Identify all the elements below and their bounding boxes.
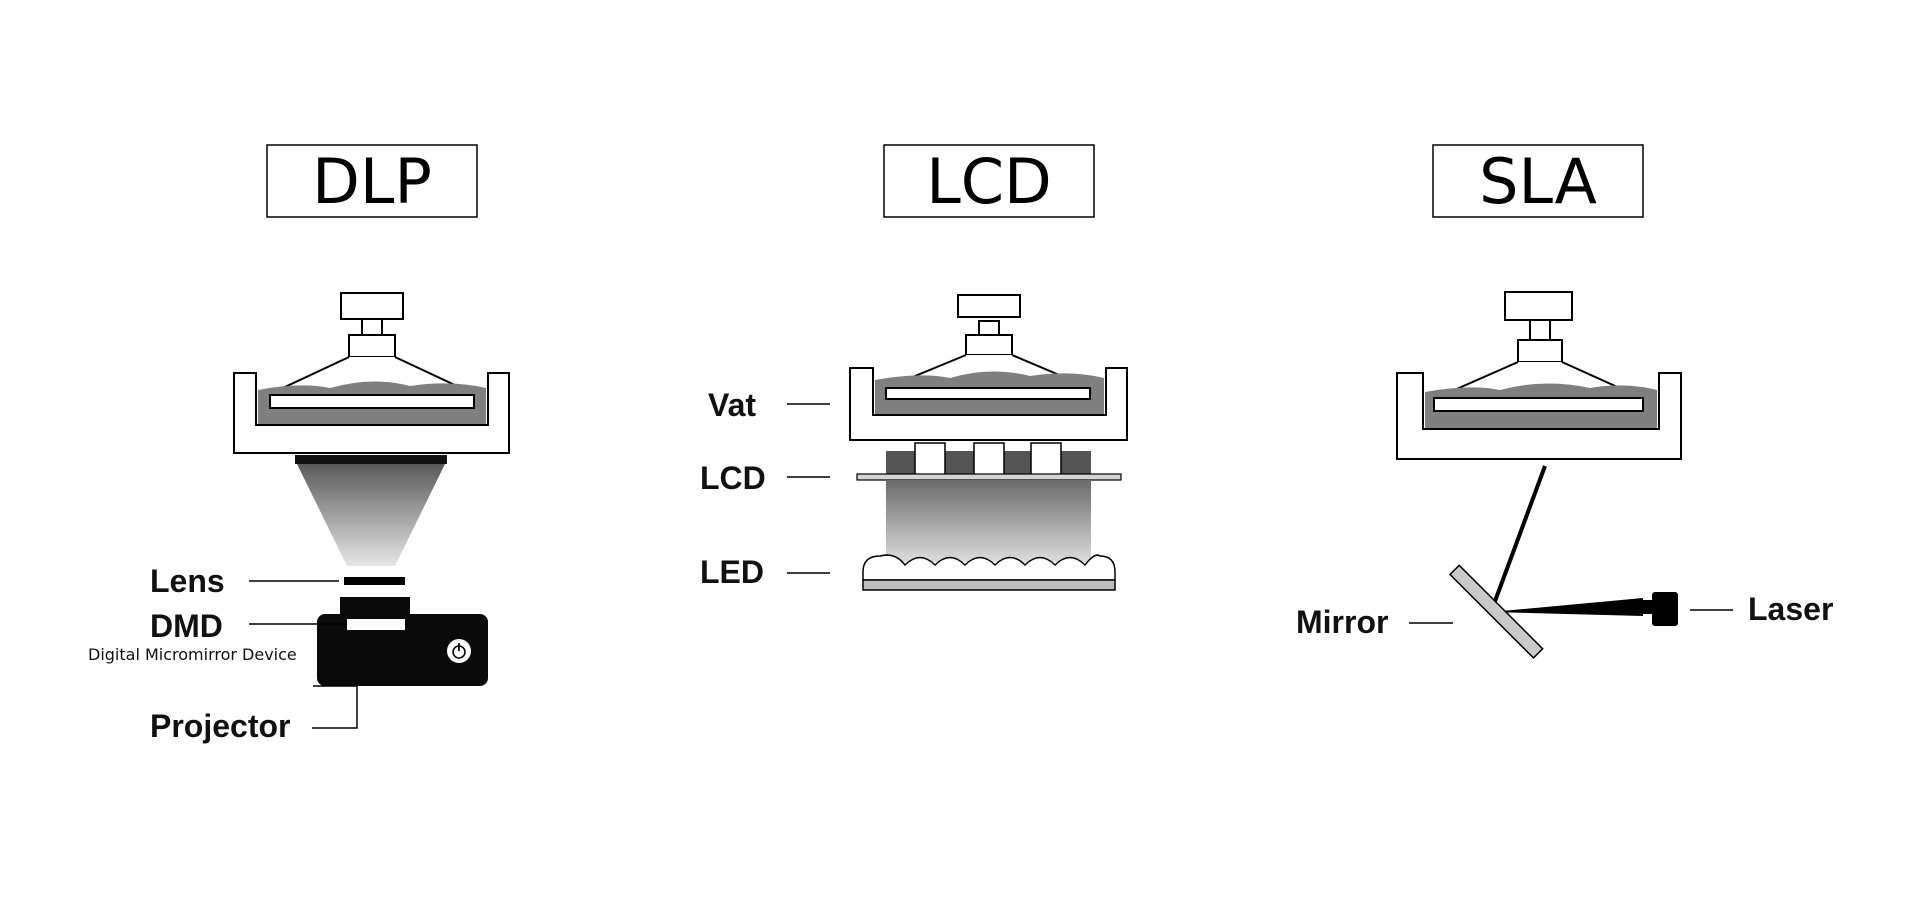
dlp-projector [317,597,488,686]
dlp-dmd-chip [347,619,405,630]
lcd-panel: LCD [700,144,1128,591]
dlp-title-box: DLP [266,144,478,218]
sla-title: SLA [1479,145,1597,218]
dlp-label-dmd-full: Digital Micromirror Device [88,645,297,664]
sla-label-mirror: Mirror [1296,604,1388,640]
dlp-lens [344,577,405,585]
dlp-title: DLP [312,145,432,218]
sla-mirror [1448,564,1544,660]
dlp-label-lens: Lens [150,563,225,599]
power-icon [447,639,471,663]
sla-panel: SLA Mirror La [1296,144,1833,660]
dlp-build-platform [269,292,475,395]
sla-title-box: SLA [1432,144,1644,218]
dlp-light-beam [295,455,447,566]
sla-label-laser: Laser [1748,591,1833,627]
lcd-label-lcd: LCD [700,460,766,496]
sla-vat [1396,372,1682,460]
lcd-label-led: LED [700,554,764,590]
lcd-label-vat: Vat [708,387,756,423]
lcd-title-box: LCD [883,144,1095,218]
dlp-vat [233,372,510,454]
lcd-led-backlight [862,480,1116,591]
lcd-title: LCD [926,145,1052,218]
sla-build-platform [1433,291,1645,400]
dlp-panel: DLP [88,144,510,744]
lcd-vat [849,367,1128,441]
sla-laser-beam [1489,465,1643,616]
dlp-label-projector: Projector [150,708,290,744]
dlp-label-dmd: DMD [150,608,223,644]
lcd-screen [856,442,1122,481]
sla-laser-emitter [1640,592,1678,626]
